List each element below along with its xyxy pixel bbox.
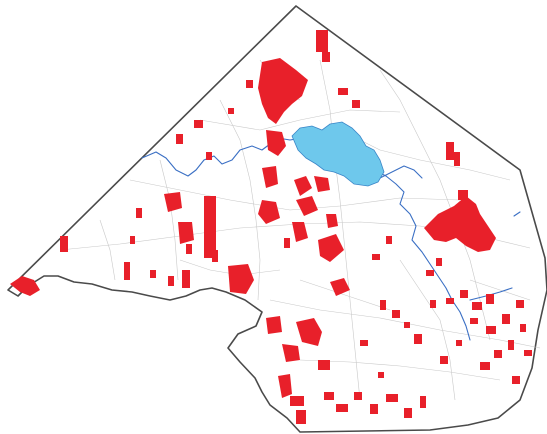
parcel: [176, 134, 183, 144]
parcel: [404, 322, 410, 328]
parcel: [290, 396, 304, 406]
parcel: [194, 120, 203, 128]
parcel: [246, 80, 253, 88]
parcel: [284, 238, 290, 248]
parcel: [338, 88, 348, 95]
parcel: [454, 152, 460, 166]
parcel: [472, 302, 482, 310]
parcel: [520, 324, 526, 332]
parcel: [486, 326, 496, 334]
parcel: [430, 300, 436, 308]
river-tributary: [379, 165, 423, 179]
parcel: [178, 222, 194, 244]
parcel: [164, 192, 182, 212]
parcel: [502, 314, 510, 324]
parcel: [10, 276, 40, 296]
parcel: [124, 262, 130, 280]
parcel: [294, 176, 312, 196]
river-east-segment: [513, 211, 521, 217]
parcel: [324, 392, 334, 400]
parcel: [524, 350, 532, 356]
parcel: [414, 334, 422, 344]
parcel: [378, 372, 384, 378]
parcel: [182, 270, 190, 288]
parcel: [318, 360, 330, 370]
parcel: [278, 374, 292, 398]
parcel: [512, 376, 520, 384]
parcel: [516, 300, 524, 308]
parcel: [392, 310, 400, 318]
parcel: [380, 300, 386, 310]
parcel: [426, 270, 434, 276]
parcel: [266, 316, 282, 334]
parcel: [446, 142, 454, 160]
parcel: [296, 196, 318, 216]
parcel: [458, 190, 468, 200]
parcel: [296, 318, 322, 346]
parcel: [316, 30, 328, 52]
parcel: [326, 214, 338, 228]
parcel: [60, 236, 68, 252]
parcel: [262, 166, 278, 188]
parcel: [352, 100, 360, 108]
parcel: [314, 176, 330, 192]
parcel: [336, 404, 348, 412]
parcel: [206, 152, 212, 160]
parcel: [282, 344, 300, 362]
parcel: [228, 264, 254, 294]
parcel: [372, 254, 380, 260]
parcel: [204, 196, 216, 258]
parcel: [440, 356, 448, 364]
parcel: [150, 270, 156, 278]
parcel: [456, 340, 462, 346]
parcel: [318, 234, 344, 262]
parcel: [168, 276, 174, 286]
parcel: [136, 208, 142, 218]
parcel: [370, 404, 378, 414]
parcel: [186, 244, 192, 254]
parcel: [354, 392, 362, 400]
parcel: [446, 298, 454, 304]
parcel: [436, 258, 442, 266]
parcel: [322, 52, 330, 62]
parcel-large-north: [258, 58, 308, 124]
parcel: [386, 236, 392, 244]
parcel: [360, 340, 368, 346]
parcel-layer: [10, 30, 532, 424]
parcel: [228, 108, 234, 114]
parcel: [330, 278, 350, 296]
parcel: [486, 294, 494, 304]
parcel: [470, 318, 478, 324]
parcel: [386, 394, 398, 402]
parcel: [480, 362, 490, 370]
lake: [291, 121, 385, 187]
parcel-large-east: [424, 196, 496, 252]
parcel: [266, 130, 286, 156]
parcel: [212, 250, 218, 262]
parcel: [292, 222, 308, 242]
parcel: [460, 290, 468, 298]
parcel: [404, 408, 412, 418]
parcel: [130, 236, 135, 244]
parcel: [258, 200, 280, 224]
parcel: [296, 410, 306, 424]
parcel: [508, 340, 514, 350]
parcel: [494, 350, 502, 358]
parcel: [420, 396, 426, 408]
